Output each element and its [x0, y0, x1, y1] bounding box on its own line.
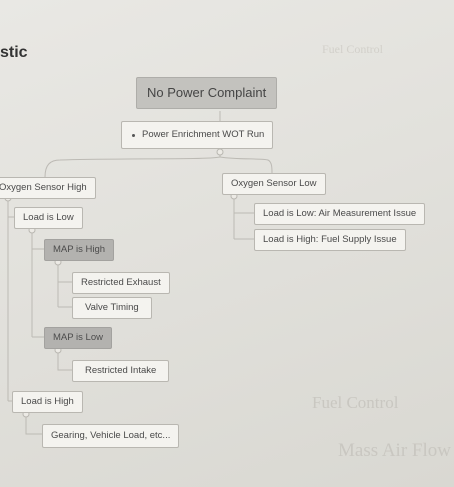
oxygen-sensor-high-node[interactable]: Oxygen Sensor High [0, 177, 96, 199]
air-measurement-issue-node[interactable]: Load is Low: Air Measurement Issue [254, 203, 426, 225]
gearing-node[interactable]: Gearing, Vehicle Load, etc... [42, 424, 180, 448]
bullet-icon [132, 134, 135, 137]
page-title: stic [0, 44, 28, 61]
ghost-text-maf: Mass Air Flow Sensor [338, 440, 454, 461]
fuel-supply-issue-node[interactable]: Load is High: Fuel Supply Issue [254, 229, 406, 251]
load-low-node[interactable]: Load is Low [14, 207, 83, 229]
restricted-exhaust-node[interactable]: Restricted Exhaust [72, 272, 170, 294]
oxygen-sensor-low-node[interactable]: Oxygen Sensor Low [222, 173, 326, 195]
test-node-label: Power Enrichment WOT Run [142, 129, 265, 140]
ghost-text-top: Fuel Control [322, 42, 384, 56]
root-node[interactable]: No Power Complaint [136, 77, 278, 109]
restricted-intake-node[interactable]: Restricted Intake [72, 360, 170, 382]
test-node[interactable]: Power Enrichment WOT Run [121, 121, 274, 149]
load-high-node[interactable]: Load is High [12, 391, 83, 413]
valve-timing-node[interactable]: Valve Timing [72, 297, 152, 319]
map-low-node[interactable]: MAP is Low [44, 327, 112, 349]
map-high-node[interactable]: MAP is High [44, 239, 115, 261]
ghost-text-fuel-control: Fuel Control [312, 393, 399, 412]
